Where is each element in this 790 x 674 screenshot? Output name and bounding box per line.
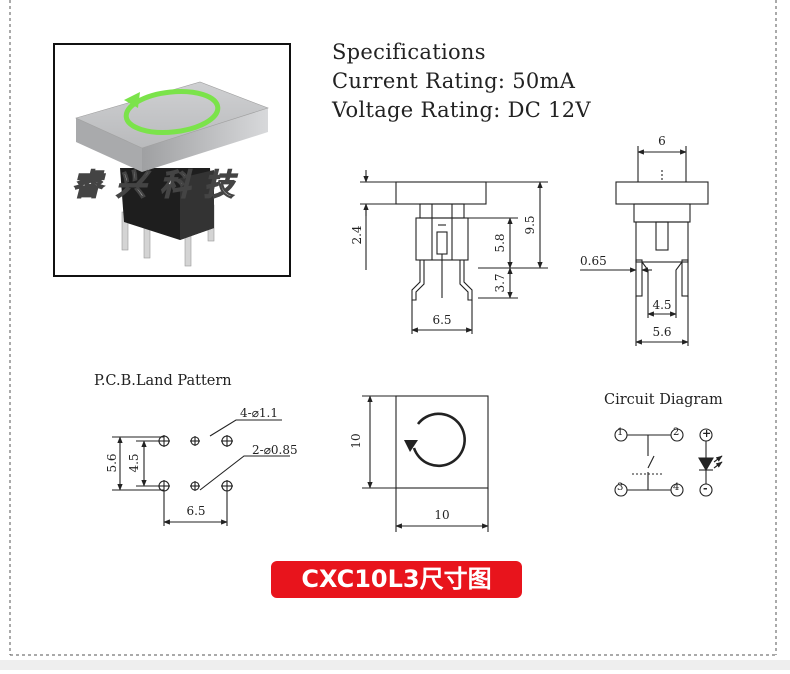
dim-pcb-5-6: 5.6: [105, 453, 119, 473]
dim-front-3-7: 3.7: [493, 273, 507, 293]
dim-side-0-65: 0.65: [580, 254, 607, 268]
pcb-hole-large-label: 4-⌀1.1: [240, 406, 278, 420]
dim-pcb-6-5: 6.5: [186, 504, 206, 518]
top-view: [362, 395, 489, 532]
dim-top-height: 10: [349, 433, 363, 449]
front-view: [360, 170, 548, 334]
dim-front-9-5: 9.5: [523, 215, 537, 235]
pcb-hole-small: [190, 481, 200, 491]
pin-1-label: 1: [617, 427, 624, 438]
model-banner: CXC10L3尺寸图: [271, 561, 522, 598]
dim-side-6: 6: [658, 134, 666, 148]
side-view: [580, 146, 709, 346]
spec-heading: Specifications: [332, 40, 486, 64]
pcb-land-pattern: [112, 419, 290, 526]
dim-front-6-5: 6.5: [432, 313, 452, 327]
pcb-hole-small: [190, 436, 200, 446]
pcb-title: P.C.B.Land Pattern: [94, 373, 232, 389]
led-plus-label: +: [702, 427, 712, 440]
spec-current-rating: Current Rating: 50mA: [332, 69, 576, 93]
led-minus-label: -: [703, 482, 708, 495]
pcb-hole: [221, 480, 233, 492]
dim-side-4-5: 4.5: [652, 298, 672, 312]
product-photo: [53, 43, 291, 277]
pcb-hole: [221, 435, 233, 447]
pin-4-label: 4: [673, 482, 680, 493]
pcb-hole-small-label: 2-⌀0.85: [252, 443, 298, 457]
dim-front-5-8: 5.8: [493, 233, 507, 253]
dim-front-2-4: 2.4: [350, 225, 364, 245]
dim-side-5-6: 5.6: [652, 325, 672, 339]
pin-2-label: 2: [673, 427, 680, 438]
dim-top-width: 10: [434, 508, 450, 522]
circuit-title: Circuit Diagram: [604, 392, 723, 408]
pin-3-label: 3: [617, 482, 624, 493]
circuit-diagram: [614, 428, 723, 497]
spec-voltage-rating: Voltage Rating: DC 12V: [332, 98, 591, 122]
watermark-logo: 睿兴科技: [71, 167, 248, 203]
dim-pcb-4-5: 4.5: [127, 453, 141, 473]
